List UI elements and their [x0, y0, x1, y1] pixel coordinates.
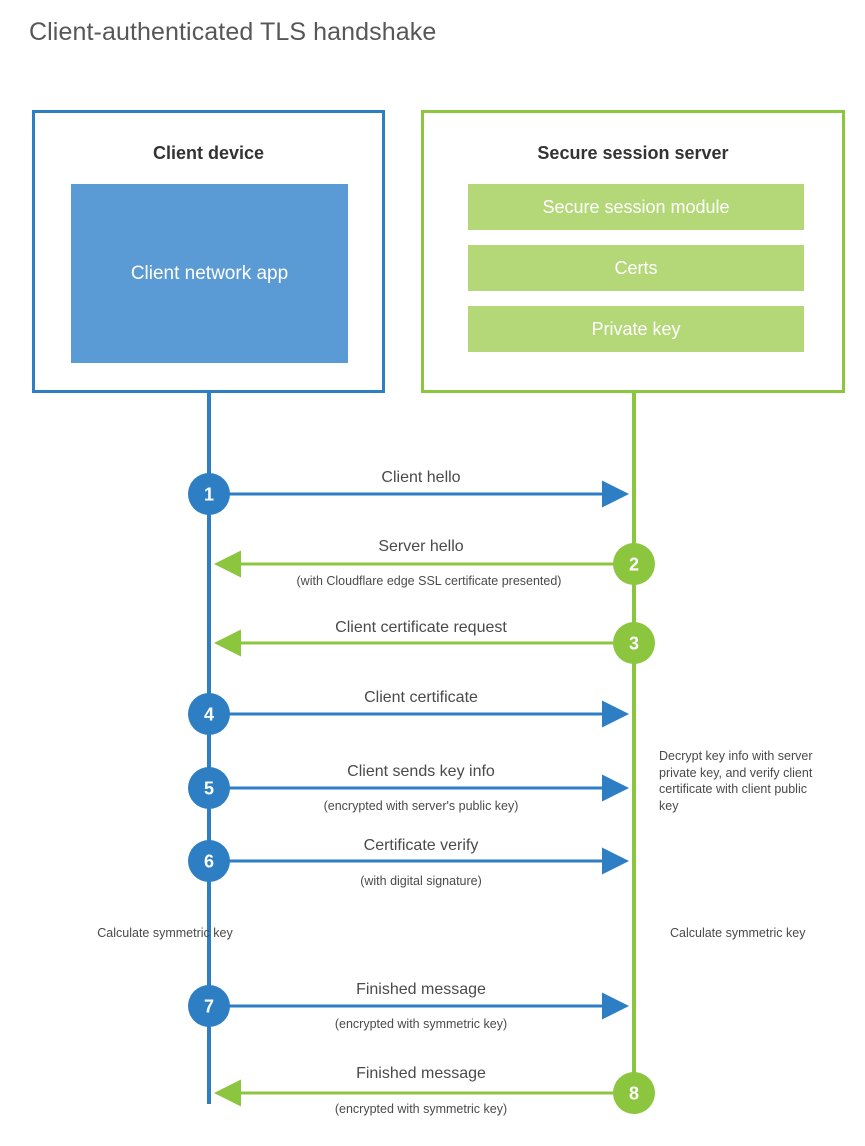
secure-session-server-title: Secure session server — [537, 143, 729, 163]
step-6-number: 6 — [203, 851, 215, 872]
step-5-sublabel: (encrypted with server's public key) — [323, 799, 519, 813]
server-calculate-symmetric-key-annotation: Calculate symmetric key — [670, 926, 806, 940]
client-device-title: Client device — [152, 143, 265, 163]
server-module-secure-session-module: Secure session module — [468, 184, 804, 230]
client-network-app-block: Client network app — [71, 184, 348, 363]
step-1-circle — [188, 473, 230, 515]
secure-session-server-box: Secure session server Secure session mod… — [421, 110, 845, 393]
server-module-private-key: Private key — [468, 306, 804, 352]
step-8-label: Finished message — [356, 1065, 486, 1082]
step-3-number: 3 — [628, 633, 640, 654]
step-2-label: Server hello — [378, 538, 464, 555]
step-7-circle — [188, 985, 230, 1027]
step-4-arrow — [188, 693, 629, 735]
step-5-number: 5 — [203, 778, 215, 799]
step-8-circle — [613, 1072, 655, 1114]
page-title: Client-authenticated TLS handshake — [29, 18, 437, 46]
step-6-label: Certificate verify — [363, 837, 479, 854]
step-7-number: 7 — [203, 996, 215, 1017]
step-1-label: Client hello — [381, 469, 461, 486]
step-2-arrow — [214, 543, 655, 585]
step-5-arrow — [188, 767, 629, 809]
step-6-circle — [188, 840, 230, 882]
server-decrypt-annotation: Decrypt key info with server private key… — [659, 749, 813, 813]
step-2-circle — [613, 543, 655, 585]
server-module-certs: Certs — [468, 245, 804, 291]
step-1-arrow — [188, 473, 629, 515]
client-device-box: Client device Client network app — [32, 110, 385, 393]
client-calculate-symmetric-key-annotation: Calculate symmetric key — [97, 926, 233, 940]
step-6-sublabel: (with digital signature) — [360, 874, 482, 888]
step-8-number: 8 — [628, 1083, 640, 1104]
step-8-sublabel: (encrypted with symmetric key) — [334, 1102, 508, 1116]
step-6-arrow — [188, 840, 629, 882]
step-5-circle — [188, 767, 230, 809]
step-3-label: Client certificate request — [335, 619, 507, 636]
server-modules-list: Secure session module Certs Private key — [468, 184, 804, 352]
step-5-label: Client sends key info — [347, 763, 495, 780]
step-4-number: 4 — [203, 704, 215, 725]
step-4-label: Client certificate — [364, 689, 478, 706]
step-3-arrow — [214, 622, 655, 664]
step-4-circle — [188, 693, 230, 735]
step-7-label: Finished message — [356, 981, 486, 998]
step-3-circle — [613, 622, 655, 664]
step-2-sublabel: (with Cloudflare edge SSL certificate pr… — [296, 574, 562, 588]
step-2-number: 2 — [628, 554, 640, 575]
step-7-sublabel: (encrypted with symmetric key) — [334, 1017, 508, 1031]
step-1-number: 1 — [203, 484, 215, 505]
step-8-arrow — [214, 1072, 655, 1114]
step-7-arrow — [188, 985, 629, 1027]
